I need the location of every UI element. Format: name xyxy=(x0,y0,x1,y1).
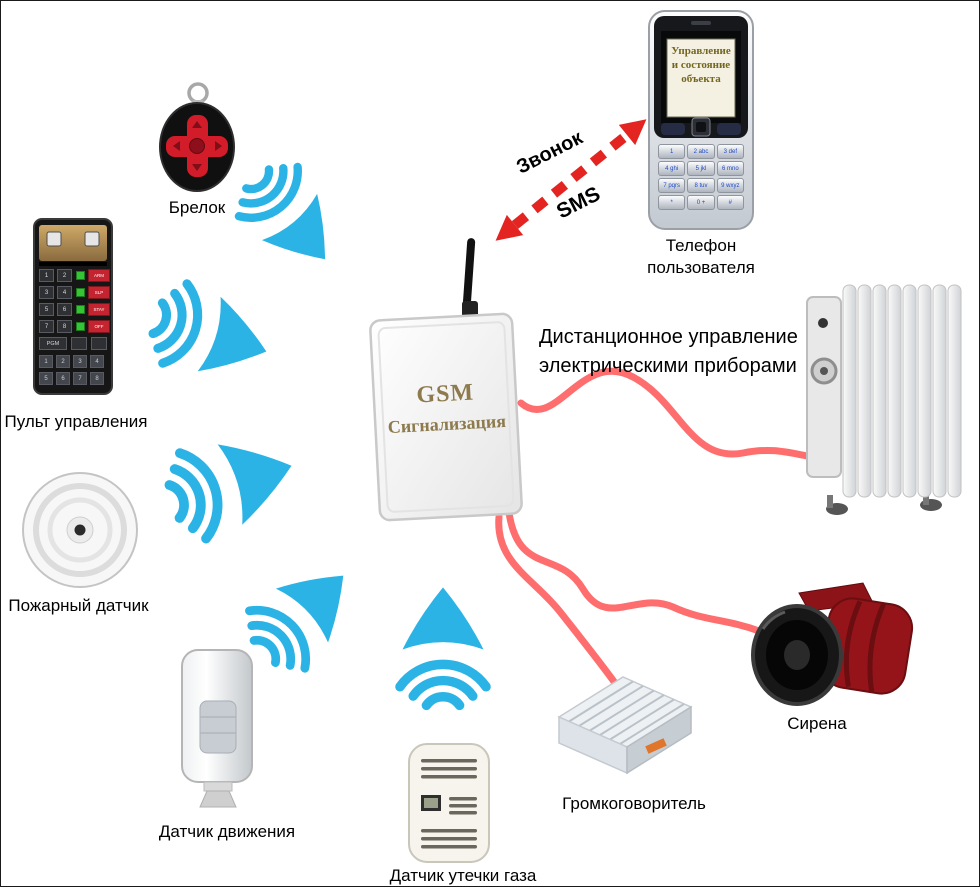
panel-key-stay: STAY xyxy=(88,303,110,316)
phone-speaker xyxy=(691,21,711,25)
phone-keypad: 1 2 abc 3 def 4 ghi 5 jkl 6 mno 7 pqrs 8… xyxy=(658,144,744,210)
signal-from-motion-sensor xyxy=(237,547,371,680)
heater-fins xyxy=(842,284,962,498)
panel-key: 3 xyxy=(73,355,87,368)
gsm-antenna xyxy=(462,238,478,319)
phone-key: 5 jkl xyxy=(687,161,715,176)
call-sms-arrow xyxy=(495,119,647,241)
phone-key: # xyxy=(716,195,744,210)
heater-label: Дистанционное управление электрическими … xyxy=(539,326,798,377)
panel-bottom-keys: 1 2 3 4 5 6 7 8 xyxy=(39,355,107,385)
panel-led xyxy=(75,269,85,282)
gas-sensor-device xyxy=(408,743,490,863)
fire-sensor-label: Пожарный датчик xyxy=(8,596,149,615)
wire-to-heater xyxy=(517,367,817,461)
phone-label: Телефон пользователя xyxy=(647,236,755,278)
phone-key: 9 wxyz xyxy=(716,178,744,193)
panel-key xyxy=(71,337,87,350)
phone-screen xyxy=(666,38,736,118)
phone-key: 7 pqrs xyxy=(658,178,686,193)
bell-icon xyxy=(84,231,100,247)
panel-main-keys: 1 2 ARM 3 4 SLP 5 6 STAY 7 8 OFF xyxy=(39,269,110,333)
sensor-stand xyxy=(199,790,237,808)
heater-device xyxy=(806,284,962,515)
phone-softkey-left xyxy=(661,123,685,135)
control-panel-device xyxy=(33,218,113,395)
siren-label: Сирена xyxy=(787,714,847,733)
panel-key: 2 xyxy=(57,269,72,282)
keyfob-device xyxy=(159,82,235,192)
panel-key-off: OFF xyxy=(88,320,110,333)
phone-screen-text: Управление и состояние объекта xyxy=(671,45,731,85)
panel-key: 4 xyxy=(57,286,72,299)
panel-key: 7 xyxy=(39,320,54,333)
speaker-badge xyxy=(645,738,667,754)
panel-key: 8 xyxy=(57,320,72,333)
gsm-unit-device xyxy=(369,312,523,522)
phone-key: 3 def xyxy=(716,144,744,159)
panel-key: 6 xyxy=(56,372,70,385)
heater-switch xyxy=(818,318,828,328)
panel-key: 6 xyxy=(57,303,72,316)
panel-key: 3 xyxy=(39,286,54,299)
wire-to-loudspeaker xyxy=(495,513,619,687)
phone-key: 8 tuv xyxy=(687,178,715,193)
fire-sensor-device xyxy=(22,472,138,588)
panel-key: 2 xyxy=(56,355,70,368)
loudspeaker-device xyxy=(557,676,693,775)
panel-key-pgm: PGM xyxy=(39,337,67,350)
signal-from-fire-sensor xyxy=(161,423,304,544)
detector-hole xyxy=(74,524,86,536)
phone-key: * xyxy=(658,195,686,210)
panel-key: 5 xyxy=(39,372,53,385)
control-panel-label: Пульт управления xyxy=(4,412,148,431)
panel-led xyxy=(75,303,85,316)
phone-key: 6 mno xyxy=(716,161,744,176)
signal-from-control-panel xyxy=(146,279,279,392)
panel-key: 4 xyxy=(90,355,104,368)
gsm-unit-title: GSM Сигнализация xyxy=(374,377,519,438)
panel-led xyxy=(75,286,85,299)
signal-from-keyfob xyxy=(228,154,354,284)
motion-sensor-label: Датчик движения xyxy=(158,822,296,841)
arrowhead-gsm xyxy=(495,214,524,241)
loudspeaker-label: Громкоговоритель xyxy=(562,794,706,813)
signal-from-gas-sensor xyxy=(400,587,486,705)
phone-key: 1 xyxy=(658,144,686,159)
panel-key: 5 xyxy=(39,303,54,316)
panel-key xyxy=(91,337,107,350)
panel-key: 1 xyxy=(39,355,53,368)
arrowhead-phone xyxy=(618,119,647,146)
panel-pgm-row: PGM xyxy=(39,337,107,350)
keyfob-label: Брелок xyxy=(168,198,226,217)
info-icon xyxy=(46,231,62,247)
phone-softkey-right xyxy=(717,123,741,135)
gas-sensor-label: Датчик утечки газа xyxy=(389,866,537,885)
panel-led xyxy=(75,320,85,333)
control-panel-keypad: 1 2 ARM 3 4 SLP 5 6 STAY 7 8 OFF PGM 1 2… xyxy=(39,269,110,385)
panel-key: 7 xyxy=(73,372,87,385)
pir-lens xyxy=(199,700,237,754)
phone-key: 0 + xyxy=(687,195,715,210)
motion-sensor-device xyxy=(181,649,253,808)
phone-key: 2 abc xyxy=(687,144,715,159)
keyring-icon xyxy=(187,82,209,104)
panel-key: 1 xyxy=(39,269,54,282)
wire-to-siren xyxy=(505,509,763,635)
phone-key: 4 ghi xyxy=(658,161,686,176)
panel-key-slp: SLP xyxy=(88,286,110,299)
heater-control-panel xyxy=(806,296,842,478)
panel-key: 8 xyxy=(90,372,104,385)
siren-device xyxy=(751,582,914,706)
panel-key-arm: ARM xyxy=(88,269,110,282)
